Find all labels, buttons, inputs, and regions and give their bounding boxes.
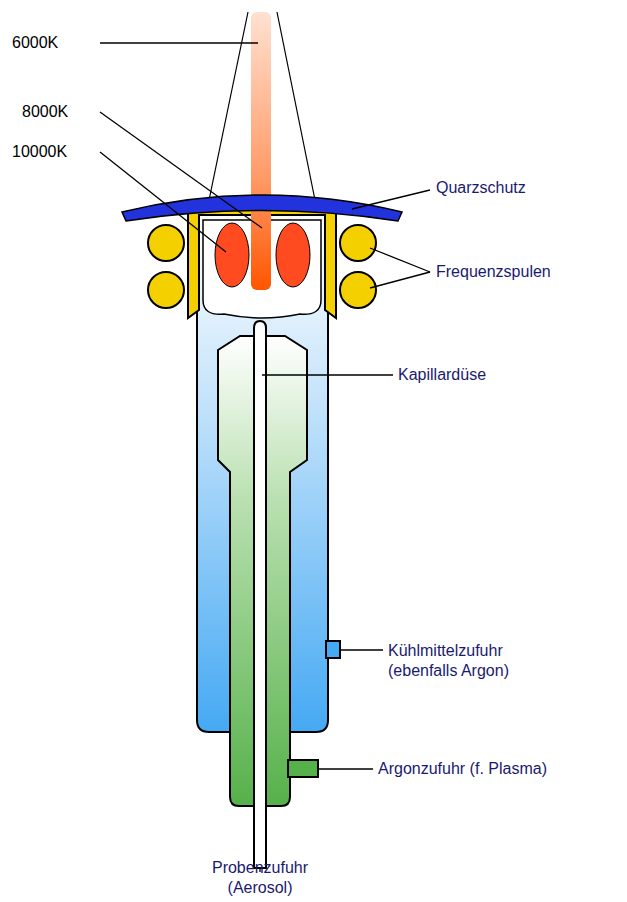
- leader-line: [100, 42, 258, 43]
- hot-zone: [276, 223, 310, 287]
- leader-line: [340, 649, 383, 650]
- hot-zone: [215, 223, 249, 287]
- cone-line: [208, 12, 248, 205]
- leader-line: [370, 248, 430, 272]
- argon-inlet: [288, 760, 318, 777]
- leader-line: [100, 112, 262, 228]
- temperature-label: 10000K: [12, 142, 102, 162]
- temperature-label: 8000K: [22, 102, 102, 122]
- part-label: Frequenzspulen: [436, 262, 621, 282]
- plasma-plume: [251, 12, 271, 290]
- leader-line: [318, 768, 373, 769]
- inlet-label: Argonzufuhr (f. Plasma): [378, 759, 618, 779]
- part-label: Kapillardüse: [398, 365, 598, 385]
- coil: [340, 272, 376, 308]
- quartz-shield: [122, 195, 402, 221]
- coil: [148, 272, 184, 308]
- capillary: [254, 321, 266, 868]
- part-label: Quarzschutz: [436, 178, 616, 198]
- inlet-label: Kühlmittelzufuhr (ebenfalls Argon): [388, 641, 573, 681]
- cone-line: [277, 12, 316, 205]
- leader-line: [370, 272, 430, 288]
- temperature-label: 6000K: [12, 33, 102, 53]
- leader-line: [262, 374, 393, 375]
- leader-line: [352, 190, 430, 209]
- coil: [148, 225, 184, 261]
- coolant-inlet: [326, 641, 340, 658]
- coil: [340, 225, 376, 261]
- leader-line: [100, 152, 226, 252]
- inlet-label: Probenzufuhr (Aerosol): [195, 858, 325, 898]
